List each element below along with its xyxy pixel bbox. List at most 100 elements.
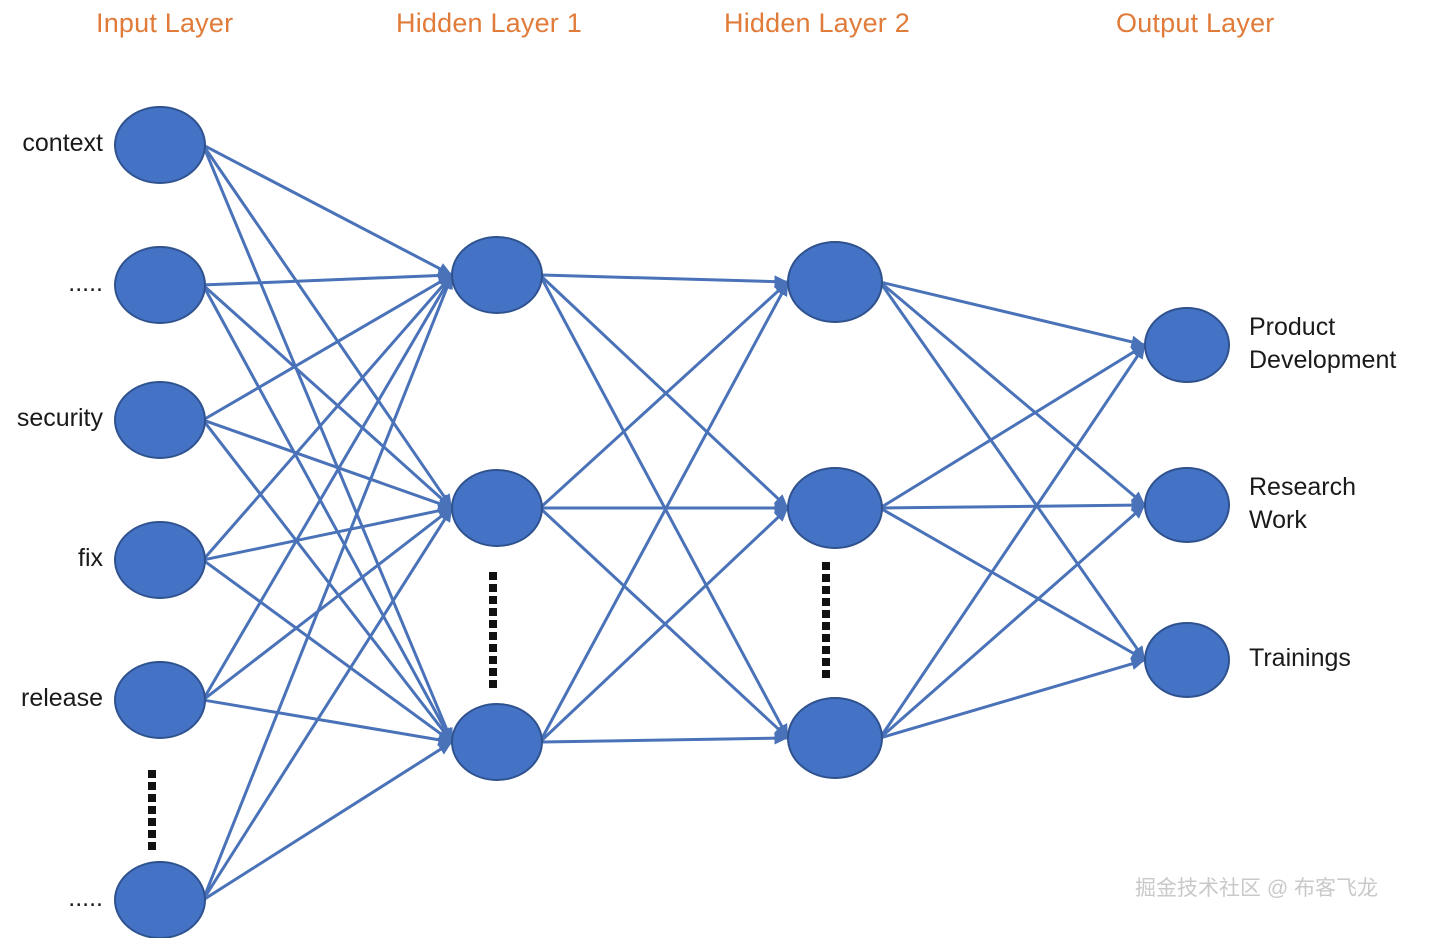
ellipsis-dot: [822, 622, 830, 630]
node-hidden2-3[interactable]: [787, 697, 883, 779]
watermark: 掘金技术社区 @ 布客飞龙: [1135, 877, 1378, 900]
node-output-2[interactable]: [1144, 467, 1230, 543]
ellipsis-dot: [822, 670, 830, 678]
node-label-output-3: Trainings: [1249, 642, 1351, 675]
edges-group: [202, 144, 1146, 901]
node-hidden2-1[interactable]: [787, 241, 883, 323]
edge-input-4-to-hidden1-2: [204, 698, 453, 746]
vertical-ellipsis-input: [148, 770, 156, 854]
ellipsis-dot: [489, 620, 497, 628]
ellipsis-dot: [489, 584, 497, 592]
edge-hidden2-1-to-output-0: [880, 344, 1146, 509]
edge-hidden2-0-to-output-0: [881, 281, 1146, 348]
edge-input-4-to-hidden1-0: [202, 274, 453, 700]
node-label-line: security: [16, 404, 103, 432]
edge-hidden2-2-to-output-1: [880, 504, 1146, 738]
ellipsis-dot: [822, 646, 830, 654]
ellipsis-dot: [822, 634, 830, 642]
node-label-line: .....: [68, 269, 103, 297]
edge-input-5-to-hidden1-0: [202, 274, 454, 899]
layer-title-hidden1: Hidden Layer 1: [396, 8, 582, 38]
node-input-3[interactable]: [114, 381, 206, 459]
ellipsis-dot: [148, 806, 156, 814]
edge-input-0-to-hidden1-1: [202, 145, 453, 509]
node-hidden2-2[interactable]: [787, 467, 883, 549]
node-label-input-6: .....: [68, 882, 103, 915]
vertical-ellipsis-hidden2: [822, 562, 830, 682]
ellipsis-dot: [148, 842, 156, 850]
node-label-line: context: [22, 129, 103, 157]
node-label-line: Trainings: [1249, 644, 1351, 672]
edge-hidden1-2-to-hidden2-2: [541, 731, 789, 745]
ellipsis-dot: [822, 586, 830, 594]
edge-input-2-to-hidden1-0: [203, 274, 453, 421]
ellipsis-dot: [148, 830, 156, 838]
edge-input-0-to-hidden1-0: [204, 144, 453, 276]
node-input-2[interactable]: [114, 246, 206, 324]
ellipsis-dot: [148, 770, 156, 778]
ellipsis-dot: [822, 610, 830, 618]
ellipsis-dot: [148, 782, 156, 790]
edge-input-2-to-hidden1-1: [204, 419, 453, 510]
ellipsis-dot: [489, 572, 497, 580]
node-label-input-4: fix: [78, 542, 103, 575]
node-hidden1-1[interactable]: [451, 236, 543, 314]
node-label-line: Work: [1249, 505, 1307, 534]
node-label-line: Development: [1249, 345, 1397, 374]
edge-input-1-to-hidden1-0: [204, 269, 453, 287]
edge-hidden1-2-to-hidden2-1: [540, 507, 789, 742]
node-label-input-2: .....: [68, 267, 103, 300]
node-label-input-3: security: [17, 402, 103, 435]
edge-input-1-to-hidden1-2: [202, 286, 453, 743]
node-label-line: Product: [1249, 313, 1336, 341]
edge-input-3-to-hidden1-2: [203, 559, 453, 743]
ellipsis-dot: [822, 562, 830, 570]
node-output-1[interactable]: [1144, 307, 1230, 383]
edge-hidden2-2-to-output-2: [881, 657, 1146, 739]
node-input-6[interactable]: [114, 861, 206, 938]
edge-input-3-to-hidden1-1: [204, 504, 453, 562]
edge-input-2-to-hidden1-2: [203, 420, 453, 743]
ellipsis-dot: [489, 656, 497, 664]
ellipsis-dot: [822, 658, 830, 666]
ellipsis-dot: [148, 794, 156, 802]
node-label-line: fix: [78, 544, 103, 572]
ellipsis-dot: [489, 680, 497, 688]
edge-hidden2-0-to-output-2: [879, 282, 1146, 661]
edge-hidden2-1-to-output-1: [881, 498, 1146, 512]
ellipsis-dot: [822, 598, 830, 606]
edge-input-5-to-hidden1-1: [202, 507, 453, 900]
node-label-input-5: release: [21, 682, 103, 715]
node-input-4[interactable]: [114, 521, 206, 599]
edge-hidden1-0-to-hidden2-0: [541, 273, 789, 288]
edge-input-0-to-hidden1-2: [202, 146, 453, 743]
edge-input-3-to-hidden1-0: [203, 274, 453, 560]
layer-title-input: Input Layer: [96, 8, 234, 38]
node-input-1[interactable]: [114, 106, 206, 184]
node-output-3[interactable]: [1144, 622, 1230, 698]
ellipsis-dot: [489, 596, 497, 604]
edge-hidden1-1-to-hidden2-0: [540, 281, 789, 508]
edge-input-1-to-hidden1-1: [203, 285, 453, 509]
node-hidden1-3[interactable]: [451, 703, 543, 781]
edge-input-5-to-hidden1-2: [203, 741, 453, 901]
edge-hidden2-2-to-output-0: [879, 344, 1146, 738]
node-input-5[interactable]: [114, 661, 206, 739]
node-label-line: release: [21, 684, 103, 712]
edge-hidden2-0-to-output-1: [880, 282, 1146, 506]
vertical-ellipsis-hidden1: [489, 572, 497, 692]
node-hidden1-2[interactable]: [451, 469, 543, 547]
node-label-input-1: context: [22, 127, 103, 160]
edge-hidden1-2-to-hidden2-0: [539, 281, 789, 741]
ellipsis-dot: [148, 818, 156, 826]
layer-title-output: Output Layer: [1116, 8, 1275, 38]
ellipsis-dot: [489, 644, 497, 652]
node-label-line: .....: [68, 884, 103, 912]
ellipsis-dot: [489, 608, 497, 616]
ellipsis-dot: [489, 668, 497, 676]
edge-hidden1-0-to-hidden2-1: [540, 275, 789, 509]
